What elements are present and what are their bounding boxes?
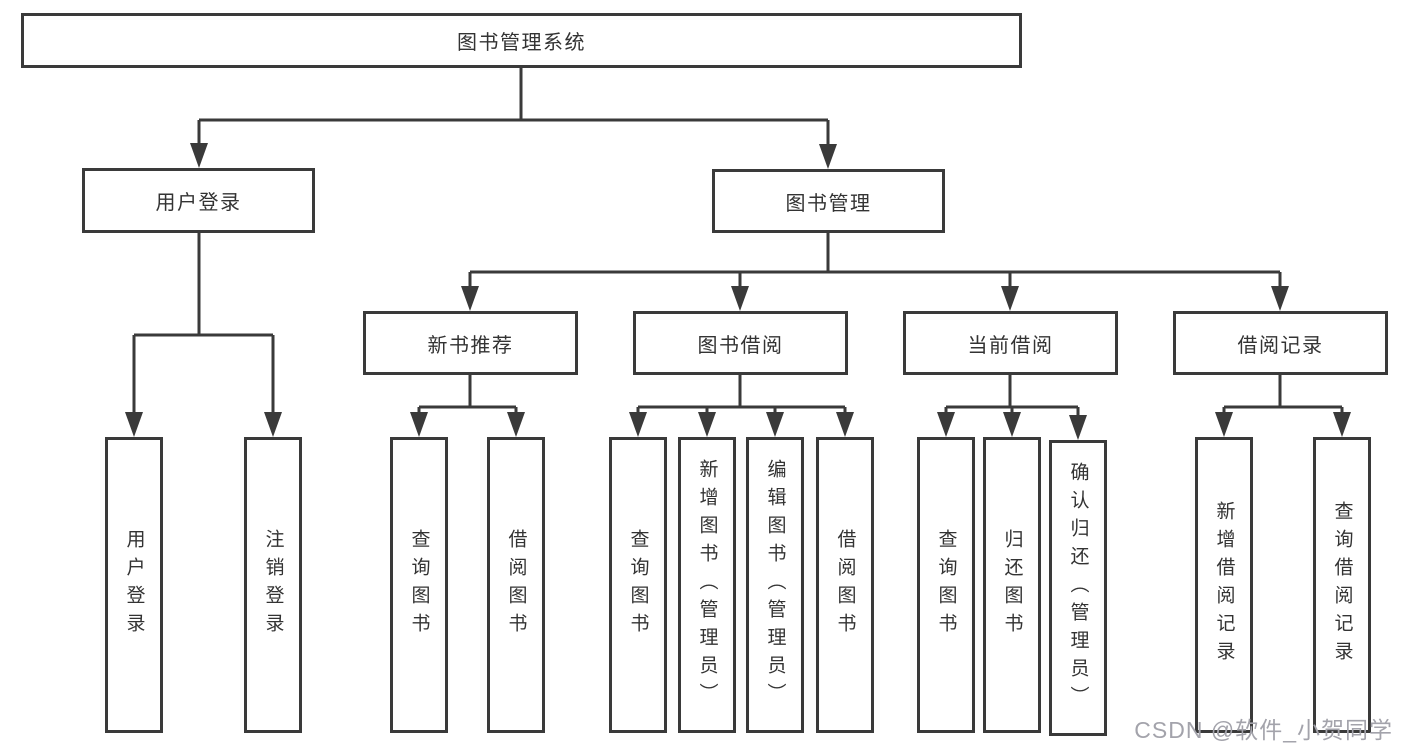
leaf-records-query-record: 查询借阅记录 (1313, 437, 1371, 733)
node-user-login-label: 用户登录 (155, 192, 242, 214)
arrow-down-icon (629, 412, 647, 437)
leaf-current-query-books-label: 查询图书 (935, 529, 957, 641)
arrow-down-icon (937, 412, 955, 437)
node-borrow-records-label: 借阅记录 (1237, 334, 1324, 357)
arrow-down-icon (190, 143, 208, 168)
leaf-borrow-edit-books-admin: 编辑图书（管理员） (746, 437, 804, 733)
arrow-down-icon (731, 286, 749, 311)
leaf-current-return-books: 归还图书 (983, 437, 1041, 733)
node-book-mgmt-label: 图书管理 (785, 192, 872, 215)
arrow-down-icon (1333, 412, 1351, 437)
leaf-current-confirm-return-admin-label: 确认归还（管理员） (1067, 462, 1089, 714)
leaf-borrow-borrow-books: 借阅图书 (816, 437, 874, 733)
arrow-down-icon (1001, 286, 1019, 311)
leaf-logout-label: 注销登录 (262, 529, 284, 641)
node-root-label: 图书管理系统 (457, 32, 586, 54)
arrow-down-icon (1003, 412, 1021, 437)
connector-book-borrow-children (629, 375, 854, 437)
node-root: 图书管理系统 (21, 13, 1022, 68)
connector-current-borrow-children (937, 375, 1087, 440)
connector-user-login-children (125, 233, 282, 437)
arrow-down-icon (1215, 412, 1233, 437)
leaf-recommend-query-books-label: 查询图书 (408, 529, 430, 641)
arrow-down-icon (264, 412, 282, 437)
leaf-borrow-borrow-books-label: 借阅图书 (834, 529, 856, 641)
leaf-current-return-books-label: 归还图书 (1001, 529, 1023, 641)
leaf-user-login: 用户登录 (105, 437, 163, 733)
arrow-down-icon (1069, 415, 1087, 440)
node-current-borrow: 当前借阅 (903, 311, 1118, 375)
arrow-down-icon (836, 412, 854, 437)
arrow-down-icon (461, 286, 479, 311)
leaf-current-confirm-return-admin: 确认归还（管理员） (1049, 440, 1107, 736)
connector-book-mgmt-children (461, 233, 1289, 311)
leaf-user-login-label: 用户登录 (123, 529, 145, 641)
node-book-mgmt: 图书管理 (712, 169, 945, 233)
arrow-down-icon (410, 412, 428, 437)
leaf-logout: 注销登录 (244, 437, 302, 733)
node-current-borrow-label: 当前借阅 (967, 334, 1054, 357)
leaf-records-query-record-label: 查询借阅记录 (1331, 501, 1353, 669)
leaf-records-add-record-label: 新增借阅记录 (1213, 501, 1235, 669)
leaf-borrow-query-books-label: 查询图书 (627, 529, 649, 641)
arrow-down-icon (125, 412, 143, 437)
arrow-down-icon (698, 412, 716, 437)
connector-new-books-children (410, 375, 525, 437)
arrow-down-icon (1271, 286, 1289, 311)
connector-root-to-level2 (190, 68, 837, 169)
leaf-records-add-record: 新增借阅记录 (1195, 437, 1253, 733)
connector-borrow-records-children (1215, 375, 1351, 437)
arrow-down-icon (507, 412, 525, 437)
node-book-borrow: 图书借阅 (633, 311, 848, 375)
leaf-recommend-borrow-books: 借阅图书 (487, 437, 545, 733)
node-borrow-records: 借阅记录 (1173, 311, 1388, 375)
leaf-recommend-query-books: 查询图书 (390, 437, 448, 733)
leaf-borrow-edit-books-admin-label: 编辑图书（管理员） (764, 459, 786, 711)
arrow-down-icon (766, 412, 784, 437)
leaf-borrow-add-books-admin: 新增图书（管理员） (678, 437, 736, 733)
leaf-borrow-query-books: 查询图书 (609, 437, 667, 733)
node-new-books-label: 新书推荐 (427, 334, 514, 357)
leaf-current-query-books: 查询图书 (917, 437, 975, 733)
node-user-login: 用户登录 (82, 168, 315, 233)
node-new-books: 新书推荐 (363, 311, 578, 375)
node-book-borrow-label: 图书借阅 (697, 334, 784, 357)
arrow-down-icon (819, 144, 837, 169)
leaf-borrow-add-books-admin-label: 新增图书（管理员） (696, 459, 718, 711)
leaf-recommend-borrow-books-label: 借阅图书 (505, 529, 527, 641)
